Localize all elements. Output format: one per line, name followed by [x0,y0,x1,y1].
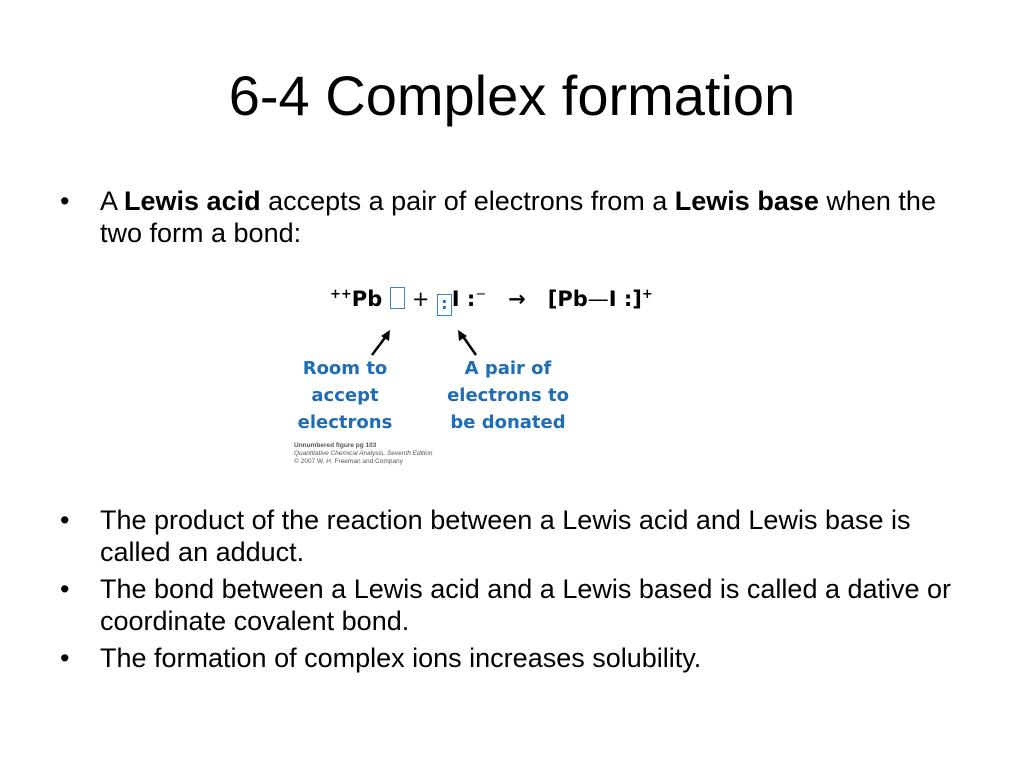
bullet-dative-bond: The bond between a Lewis acid and a Lewi… [60,573,960,637]
electron-pair-box-icon: : [436,294,452,316]
bullet-adduct: The product of the reaction between a Le… [60,504,960,568]
term-lewis-base: Lewis base [674,186,819,216]
slide-title: 6-4 Complex formation [228,64,796,127]
charge-left: ++ [330,287,352,302]
text-span: accepts a pair of electrons from a [260,186,675,216]
pointer-arrows-icon [371,330,478,356]
text-span: when the two form a bond: [100,186,936,248]
caption-line: Room to [302,358,388,379]
lead-symbol: Pb [351,287,383,311]
bullet-lewis-definition: A Lewis acid accepts a pair of electrons… [60,185,960,249]
caption-pair-donated: A pair of electrons to be donated [438,355,578,436]
caption-line: accept [311,385,379,406]
caption-line: electrons to [447,385,569,406]
bullet-list-intro: A Lewis acid accepts a pair of electrons… [60,185,960,249]
caption-line: be donated [450,412,566,433]
reaction-equation: ++Pb + :I :− → [Pb—I :]+ [330,287,653,316]
caption-line: electrons [297,412,393,433]
credit-line: Unnumbered figure pg 103 [294,442,377,449]
bullet-list-main: The product of the reaction between a Le… [60,504,960,679]
credit-line: Quantitative Chemical Analysis, Seventh … [294,450,433,457]
plus-sign: + [411,287,430,311]
reaction-arrow-icon: → [508,287,526,311]
empty-orbital-box-icon [389,287,405,309]
product-iodine: I [608,287,617,311]
caption-line: A pair of [464,358,552,379]
caption-room-to-accept: Room to accept electrons [290,355,400,436]
iodine-symbol: I [451,287,460,311]
bond-line: — [587,287,609,311]
credit-line: © 2007 W. H. Freeman and Company [294,458,403,465]
charge-minus: − [475,287,487,302]
text-span: A [100,186,125,216]
product-lead: [Pb [547,287,588,311]
figure-credit: Unnumbered figure pg 103 Quantitative Ch… [294,442,433,466]
lewis-reaction-figure: ++Pb + :I :− → [Pb—I :]+ Room to accept … [290,285,710,470]
charge-right: + [641,287,653,302]
term-lewis-acid: Lewis acid [124,186,261,216]
bullet-solubility: The formation of complex ions increases … [60,642,960,674]
product-bracket: ] [632,287,642,311]
